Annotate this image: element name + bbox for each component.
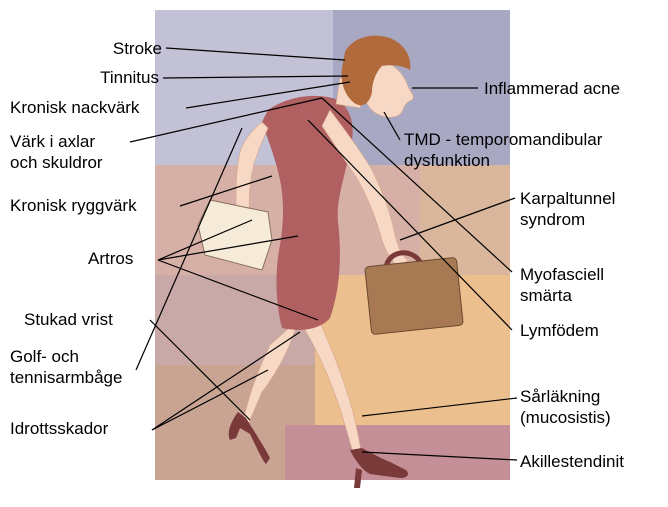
label-shoulder-pain: Värk i axlar och skuldror — [10, 131, 103, 173]
briefcase — [365, 257, 464, 334]
label-golf-tennis-elbow: Golf- och tennisarmbåge — [10, 346, 122, 388]
label-tmd: TMD - temporomandibular dysfunktion — [404, 129, 602, 171]
label-sprained-ankle: Stukad vrist — [24, 309, 113, 330]
label-inflamed-acne: Inflammerad acne — [484, 78, 620, 99]
label-wound-healing: Sårläkning (mucosistis) — [520, 386, 611, 428]
label-tinnitus: Tinnitus — [100, 67, 159, 88]
label-sports-injuries: Idrottsskador — [10, 418, 108, 439]
label-myofascial-pain: Myofasciell smärta — [520, 264, 604, 306]
label-chronic-neck-pain: Kronisk nackvärk — [10, 97, 139, 118]
label-achilles-tendinitis: Akillestendinit — [520, 451, 624, 472]
label-carpal-tunnel: Karpaltunnel syndrom — [520, 188, 615, 230]
label-arthrosis: Artros — [88, 248, 133, 269]
label-chronic-back-pain: Kronisk ryggvärk — [10, 195, 137, 216]
label-lymphedema: Lymfödem — [520, 320, 599, 341]
label-stroke: Stroke — [113, 38, 162, 59]
